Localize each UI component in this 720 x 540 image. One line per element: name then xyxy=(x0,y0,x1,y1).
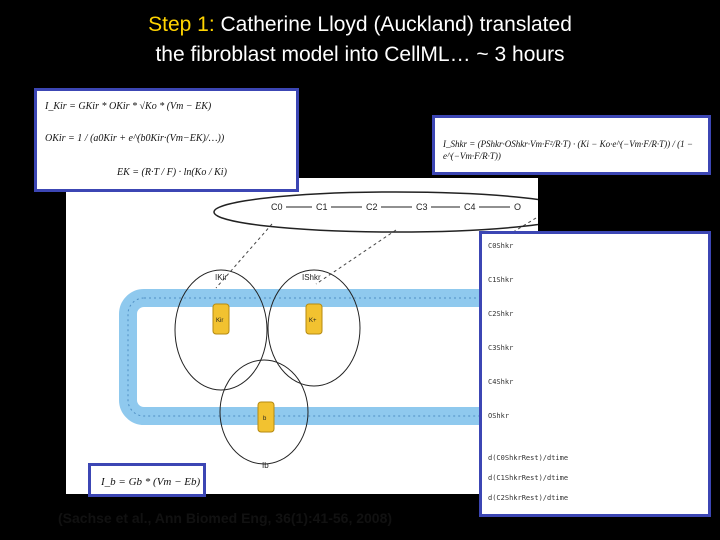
state-c1: C1 xyxy=(316,202,328,212)
membrane-diagram: C0 C1 C2 C3 C4 O IKir IS xyxy=(66,178,579,494)
label-ikir: IKir xyxy=(215,273,227,282)
state-rows: C0Shkr C1Shkr C2Shkr C3Shkr C4Shkr OShkr xyxy=(488,242,706,438)
state-row: C0Shkr xyxy=(488,242,514,250)
dashed-link-2 xyxy=(315,229,397,285)
title-line-1: Step 1: Catherine Lloyd (Auckland) trans… xyxy=(0,10,720,40)
ib-eq: I_b = Gb * (Vm − Eb) xyxy=(101,476,201,488)
state-c4: C4 xyxy=(464,202,476,212)
kir-eq-3: EK = (R·T / F) · ln(Ko / Ki) xyxy=(117,167,227,178)
state-row: C1Shkr xyxy=(488,276,514,284)
kir-channel xyxy=(212,303,230,335)
membrane-svg: C0 C1 C2 C3 C4 O IKir IS xyxy=(119,191,579,470)
state-row: C4Shkr xyxy=(488,378,514,386)
kir-circle xyxy=(174,269,268,391)
label-ch-k: K+ xyxy=(309,318,317,324)
state-c2: C2 xyxy=(366,202,378,212)
membrane-inner xyxy=(127,297,501,417)
step-label: Step 1: xyxy=(148,13,215,36)
kir-equations-panel: I_Kir = GKir * OKir * √Ko * (Vm − EK) OK… xyxy=(34,88,299,192)
label-ib: Ib xyxy=(262,461,269,470)
state-o: O xyxy=(514,202,521,212)
label-ch-kir: Kir xyxy=(216,318,223,324)
label-ch-b: b xyxy=(263,416,267,422)
state-row: OShkr xyxy=(488,412,510,420)
title-line-1-text: Catherine Lloyd (Auckland) translated xyxy=(220,13,572,36)
title-line-2: the fibroblast model into CellML… ~ 3 ho… xyxy=(155,43,565,66)
markov-ellipse xyxy=(213,191,579,233)
shkr-equation-panel: I_Shkr = (PShkr·OShkr·Vm·F²/R·T) · (Ki −… xyxy=(432,115,711,175)
state-equations-panel: C0Shkr C1Shkr C2Shkr C3Shkr C4Shkr OShkr… xyxy=(479,231,711,517)
b-channel xyxy=(257,401,275,433)
shkr-eq: I_Shkr = (PShkr·OShkr·Vm·F²/R·T) · (Ki −… xyxy=(443,139,694,161)
state-row: C2Shkr xyxy=(488,310,514,318)
shkr-channel xyxy=(305,303,323,335)
citation: (Sachse et al., Ann Biomed Eng, 36(1):41… xyxy=(58,510,393,526)
shkr-circle xyxy=(267,269,361,387)
label-ishkr: IShkr xyxy=(302,273,321,282)
markov-states: C0 C1 C2 C3 C4 O xyxy=(271,202,521,212)
footer-row: d(C1ShkrRest)/dtime xyxy=(488,474,569,482)
kir-eq-2: OKir = 1 / (a0Kir + e^(b0Kir·(Vm−EK)/…)) xyxy=(45,133,225,144)
state-c0: C0 xyxy=(271,202,283,212)
footer-row: d(C0ShkrRest)/dtime xyxy=(488,454,569,462)
slide-title: Step 1: Catherine Lloyd (Auckland) trans… xyxy=(0,10,720,70)
footer-row: d(C2ShkrRest)/dtime xyxy=(488,494,569,502)
state-row: C3Shkr xyxy=(488,344,514,352)
ib-circle xyxy=(219,359,309,465)
dashed-link-1 xyxy=(215,223,273,289)
state-footer: d(C0ShkrRest)/dtime d(C1ShkrRest)/dtime … xyxy=(488,454,706,514)
state-c3: C3 xyxy=(416,202,428,212)
kir-eq-1: I_Kir = GKir * OKir * √Ko * (Vm − EK) xyxy=(45,101,212,112)
ib-equation-panel: I_b = Gb * (Vm − Eb) xyxy=(88,463,206,497)
